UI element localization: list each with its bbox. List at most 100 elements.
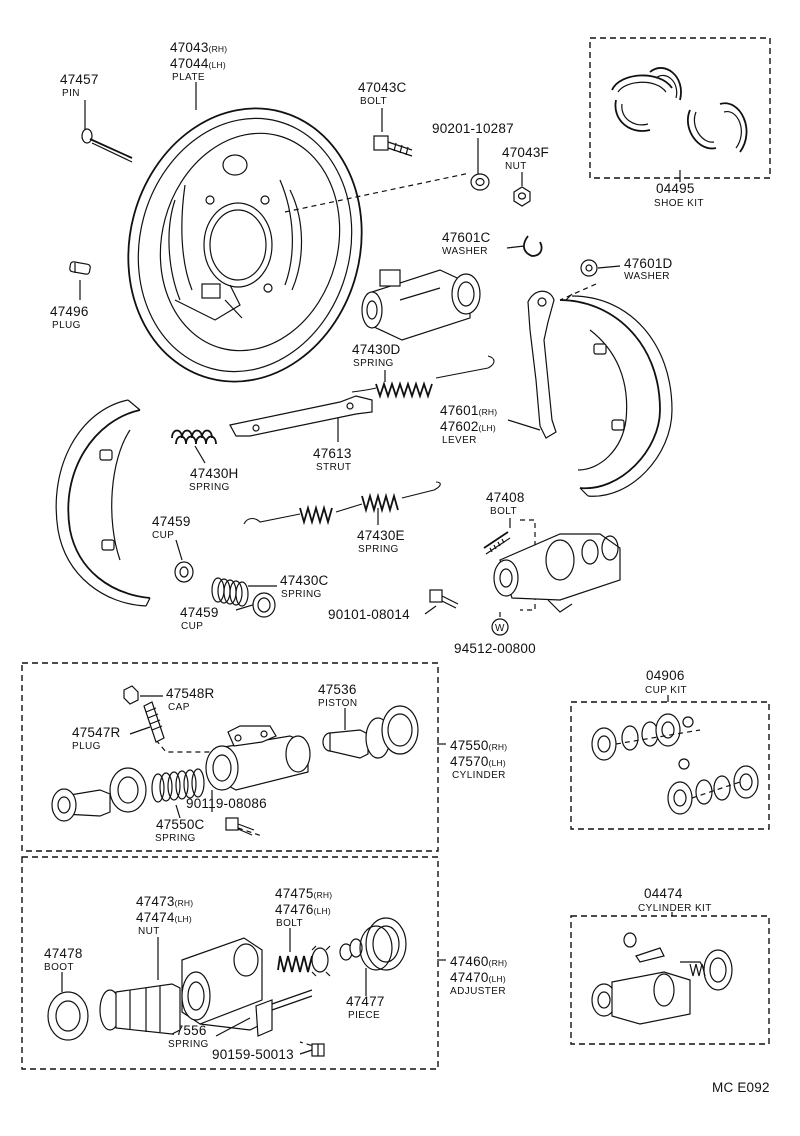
label-washer-d: 47601D WASHER bbox=[624, 256, 673, 282]
label-bolt-408: 47408 BOLT bbox=[486, 490, 524, 517]
label-cylinder: 47550(RH) 47570(LH) CYLINDER bbox=[450, 738, 507, 781]
plug-47547r-part bbox=[143, 701, 165, 743]
lever-47601-part bbox=[527, 290, 557, 439]
svg-text:WASHER: WASHER bbox=[442, 246, 488, 257]
washer-47601d-part bbox=[580, 259, 598, 277]
svg-text:CYLINDER KIT: CYLINDER KIT bbox=[638, 903, 712, 914]
label-cap: 47548R CAP bbox=[166, 686, 214, 713]
svg-text:47459: 47459 bbox=[180, 605, 219, 620]
svg-text:NUT: NUT bbox=[505, 161, 527, 172]
cylinder-kit-contents bbox=[591, 932, 733, 1025]
svg-text:BOLT: BOLT bbox=[490, 506, 517, 517]
shoe-kit-shoes bbox=[611, 67, 748, 153]
svg-text:PLUG: PLUG bbox=[72, 741, 101, 752]
label-cup-kit: 04906 CUP KIT bbox=[645, 668, 687, 696]
svg-text:STRUT: STRUT bbox=[316, 462, 351, 473]
label-plate: 47043(RH) 47044(LH) PLATE bbox=[170, 40, 227, 83]
svg-text:47459: 47459 bbox=[152, 514, 191, 529]
svg-text:47601D: 47601D bbox=[624, 256, 673, 271]
label-lever: 47601(RH) 47602(LH) LEVER bbox=[440, 403, 497, 446]
backing-plate bbox=[127, 107, 363, 383]
bolt-47043c-part bbox=[373, 135, 413, 157]
svg-text:PLATE: PLATE bbox=[172, 72, 205, 83]
svg-text:SPRING: SPRING bbox=[281, 589, 322, 600]
svg-text:47430H: 47430H bbox=[190, 466, 239, 481]
svg-text:NUT: NUT bbox=[138, 926, 160, 937]
svg-text:47476(LH): 47476(LH) bbox=[275, 902, 331, 917]
svg-text:47477: 47477 bbox=[346, 994, 385, 1009]
label-nut-473: 47473(RH) 47474(LH) NUT bbox=[136, 894, 193, 937]
svg-text:W: W bbox=[495, 623, 505, 634]
label-90119: 90119-08086 bbox=[186, 796, 267, 811]
label-piece: 47477 PIECE bbox=[346, 994, 385, 1021]
svg-text:47601C: 47601C bbox=[442, 230, 491, 245]
svg-text:47570(LH): 47570(LH) bbox=[450, 754, 506, 769]
bolt-90101-part bbox=[429, 589, 459, 609]
svg-text:47430C: 47430C bbox=[280, 573, 329, 588]
screw-90159-part bbox=[311, 1043, 325, 1057]
label-boot: 47478 BOOT bbox=[44, 946, 83, 973]
svg-text:CUP: CUP bbox=[181, 621, 203, 632]
nut-47043f-part bbox=[513, 186, 531, 207]
svg-text:SPRING: SPRING bbox=[353, 358, 394, 369]
svg-text:47474(LH): 47474(LH) bbox=[136, 910, 192, 925]
svg-text:47430E: 47430E bbox=[357, 528, 405, 543]
svg-text:ADJUSTER: ADJUSTER bbox=[450, 986, 506, 997]
svg-text:47478: 47478 bbox=[44, 946, 83, 961]
label-bolt-475: 47475(RH) 47476(LH) BOLT bbox=[275, 886, 332, 929]
svg-text:WASHER: WASHER bbox=[624, 271, 670, 282]
label-spring-550c: 47550C SPRING bbox=[155, 817, 205, 844]
svg-text:CUP KIT: CUP KIT bbox=[645, 685, 687, 696]
label-90101: 90101-08014 bbox=[328, 607, 410, 622]
label-spring-e: 47430E SPRING bbox=[357, 528, 405, 555]
svg-text:47613: 47613 bbox=[313, 446, 352, 461]
svg-text:47473(RH): 47473(RH) bbox=[136, 894, 193, 909]
cylinder-kit-box bbox=[570, 915, 770, 1045]
cup-47459-upper-part bbox=[174, 561, 194, 583]
spring-47430c-part bbox=[211, 577, 249, 607]
svg-text:47547R: 47547R bbox=[72, 725, 121, 740]
label-spring-h: 47430H SPRING bbox=[189, 466, 239, 493]
svg-text:47044(LH): 47044(LH) bbox=[170, 56, 226, 71]
svg-text:SPRING: SPRING bbox=[155, 833, 196, 844]
svg-text:BOOT: BOOT bbox=[44, 962, 74, 973]
svg-text:CUP: CUP bbox=[152, 530, 174, 541]
adjuster-cup-part bbox=[359, 917, 407, 971]
plug-47496-part bbox=[69, 261, 91, 275]
svg-text:47550C: 47550C bbox=[156, 817, 205, 832]
svg-text:BOLT: BOLT bbox=[360, 96, 387, 107]
piece-47477-part bbox=[339, 938, 363, 961]
svg-text:47536: 47536 bbox=[318, 682, 357, 697]
label-washer-c: 47601C WASHER bbox=[442, 230, 491, 257]
marker-w: W bbox=[491, 618, 509, 636]
bolt-47408-part bbox=[483, 531, 511, 555]
svg-text:47470(LH): 47470(LH) bbox=[450, 970, 506, 985]
label-cup-459a: 47459 CUP bbox=[152, 514, 191, 541]
brake-shoe-left bbox=[55, 399, 151, 607]
label-plug-547: 47547R PLUG bbox=[72, 725, 121, 752]
cup-47459-lower-part bbox=[252, 592, 276, 618]
svg-text:SPRING: SPRING bbox=[189, 482, 230, 493]
svg-text:SHOE KIT: SHOE KIT bbox=[654, 198, 704, 209]
cap-47548r-part bbox=[123, 685, 139, 705]
label-shoe-kit: 04495 SHOE KIT bbox=[654, 181, 704, 209]
svg-text:47043(RH): 47043(RH) bbox=[170, 40, 227, 55]
label-plug-496: 47496 PLUG bbox=[50, 304, 88, 331]
shoe-kit-box bbox=[589, 37, 771, 179]
adjuster-assembly-upper bbox=[493, 533, 621, 613]
svg-text:PLUG: PLUG bbox=[52, 320, 81, 331]
label-spring-d: 47430D SPRING bbox=[352, 342, 400, 369]
label-strut: 47613 STRUT bbox=[313, 446, 352, 473]
adjuster-body bbox=[181, 937, 313, 1037]
label-90159: 90159-50013 bbox=[212, 1047, 294, 1062]
piston-47536-part bbox=[322, 705, 419, 759]
spring-47430e-part bbox=[243, 481, 441, 526]
cup-kit-contents bbox=[591, 713, 759, 815]
bolt-47475-part bbox=[277, 945, 331, 977]
svg-text:LEVER: LEVER bbox=[442, 435, 477, 446]
adjuster-section-box bbox=[21, 856, 439, 1070]
svg-text:CAP: CAP bbox=[168, 702, 190, 713]
svg-text:BOLT: BOLT bbox=[276, 918, 303, 929]
svg-text:04906: 04906 bbox=[646, 668, 685, 683]
cylinder-section-box bbox=[21, 662, 439, 852]
